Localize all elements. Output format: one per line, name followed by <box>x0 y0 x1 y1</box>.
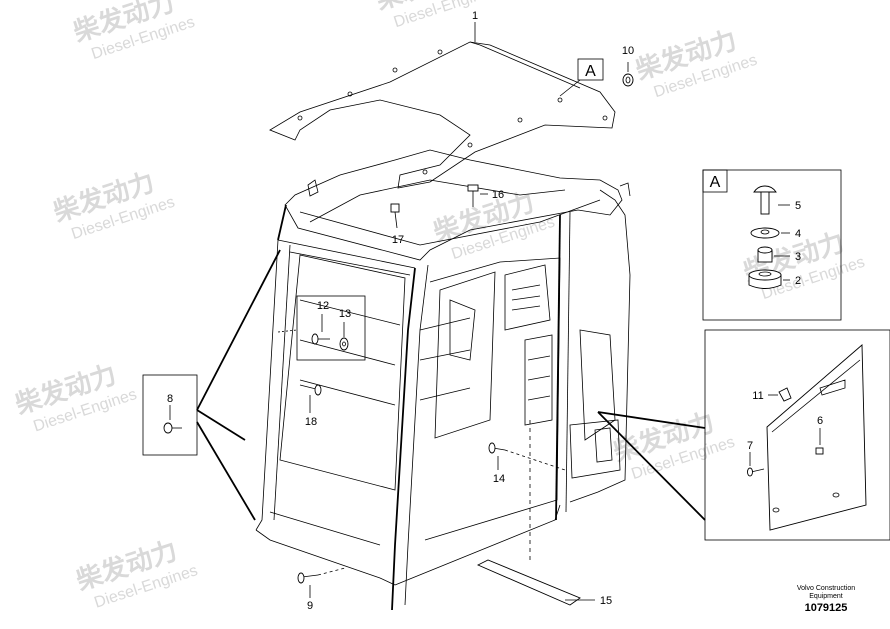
part-4 <box>750 227 790 239</box>
callout-10: 10 <box>622 45 634 57</box>
callout-9: 9 <box>307 600 313 612</box>
callout-5: 5 <box>795 200 801 212</box>
roof-cover <box>269 41 616 189</box>
callout-18: 18 <box>305 416 317 428</box>
detail-label-a: A <box>710 174 721 191</box>
trim-panel <box>766 344 867 531</box>
callout-17: 17 <box>392 234 404 246</box>
part-11 <box>768 387 792 402</box>
side-window <box>424 257 561 541</box>
part-17 <box>390 203 400 229</box>
part-10 <box>622 62 634 87</box>
watermark-7: 柴发动力 Diesel-Engines <box>609 406 737 483</box>
watermark-4: 柴发动力 Diesel-Engines <box>49 166 177 243</box>
watermark-1: 柴发动力 Diesel-Engines <box>69 0 197 63</box>
credit-line-2: Equipment <box>809 593 843 600</box>
watermark-8: 柴发动力 Diesel-Engines <box>72 535 200 612</box>
ref-label-a: A <box>585 63 596 80</box>
callout-8: 8 <box>167 393 173 405</box>
ref-box-a: A <box>577 58 604 81</box>
callout-16: 16 <box>492 189 504 201</box>
watermark-3: 柴发动力 Diesel-Engines <box>631 25 759 102</box>
watermark-6: 柴发动力 Diesel-Engines <box>11 359 139 436</box>
parts-layer <box>142 22 706 601</box>
detail-panel-trim <box>704 329 890 541</box>
roof-frame <box>284 149 623 261</box>
part-3 <box>757 246 790 263</box>
callout-13: 13 <box>339 308 351 320</box>
callout-3: 3 <box>795 251 801 263</box>
cab-frame <box>255 41 631 611</box>
part-9 <box>297 567 346 598</box>
detail-panel-a: A <box>702 169 842 321</box>
front-left-pillar <box>277 204 287 241</box>
callout-2: 2 <box>795 275 801 287</box>
callout-1: 1 <box>472 10 478 22</box>
credit-block: Volvo Construction Equipment 1079125 <box>797 585 855 614</box>
watermark-layer: 柴发动力 Diesel-Engines 柴发动力 Diesel-Engines … <box>11 0 867 612</box>
credit-line-1: Volvo Construction <box>797 585 855 592</box>
callout-11: 11 <box>752 390 763 402</box>
part-14 <box>488 442 566 471</box>
part-8 <box>163 405 182 434</box>
detail-box-8 <box>142 374 198 456</box>
callout-14: 14 <box>493 473 505 485</box>
callout-6: 6 <box>817 415 823 427</box>
drawing-number: 1079125 <box>805 602 848 614</box>
callout-12: 12 <box>317 300 329 312</box>
callout-labels: 1 10 16 17 12 13 18 8 14 9 15 5 4 3 2 11… <box>167 10 823 612</box>
part-12 <box>311 314 330 345</box>
part-5 <box>753 185 790 215</box>
floor-strip <box>476 559 581 606</box>
part-7 <box>747 452 765 477</box>
callout-7: 7 <box>747 440 753 452</box>
part-2 <box>748 269 790 289</box>
part-16 <box>467 184 488 207</box>
part-13 <box>339 322 349 351</box>
part-18 <box>299 384 322 413</box>
detail-box-12-13 <box>296 295 366 361</box>
callout-4: 4 <box>795 228 801 240</box>
part-6 <box>815 428 824 455</box>
callout-15: 15 <box>600 595 612 607</box>
watermark-2: 柴发动力 Diesel-Engines <box>371 0 499 31</box>
